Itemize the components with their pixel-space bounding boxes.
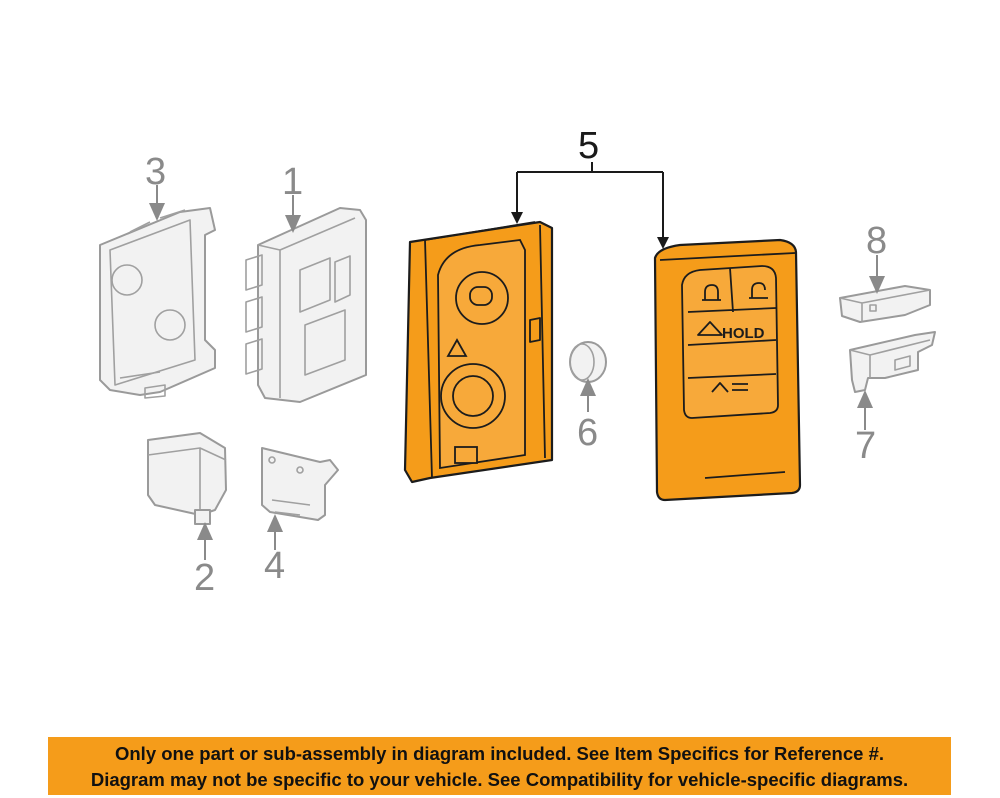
callout-2: 2 <box>194 557 215 599</box>
callout-8: 8 <box>866 220 887 262</box>
callout-3: 3 <box>145 151 166 193</box>
disclaimer-banner: Only one part or sub-assembly in diagram… <box>48 737 951 795</box>
part-5-fob-housing <box>403 220 554 484</box>
disclaimer-line-1: Only one part or sub-assembly in diagram… <box>114 743 884 764</box>
callout-6: 6 <box>577 412 598 454</box>
part-2-sensor <box>147 432 227 525</box>
disclaimer-line-2: Diagram may not be specific to your vehi… <box>90 769 909 790</box>
callout-1: 1 <box>282 161 303 203</box>
callout-4: 4 <box>264 545 285 587</box>
part-6-battery <box>569 341 607 383</box>
parts-diagram: 3 1 2 4 5 <box>99 125 936 599</box>
part-3-bracket <box>99 207 216 399</box>
callout-7: 7 <box>855 425 876 467</box>
arrow-5-right <box>657 237 669 249</box>
callout-5: 5 <box>578 125 599 167</box>
leader-5 <box>516 162 664 240</box>
part-5-fob-cover: HOLD <box>653 238 802 502</box>
arrow-5-left <box>511 212 523 224</box>
part-1-module <box>245 207 367 403</box>
part-7-connector <box>849 331 936 393</box>
part-4-plate <box>261 447 339 521</box>
part-8-switch <box>839 285 931 323</box>
fob-hold-label: HOLD <box>722 325 765 342</box>
